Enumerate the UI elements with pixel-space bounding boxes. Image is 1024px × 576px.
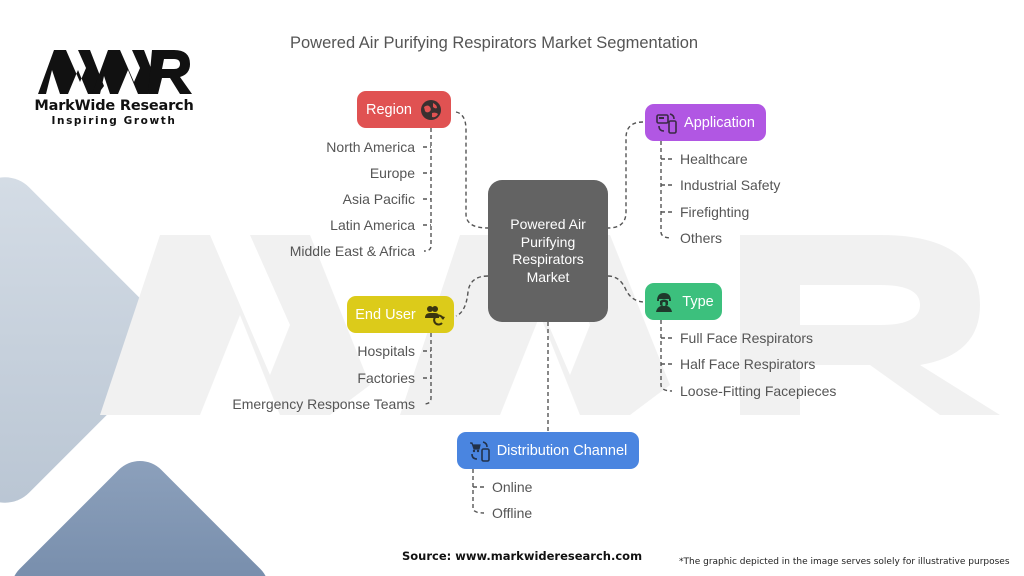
region-item-latin-america: Latin America <box>330 217 415 233</box>
type-item-full-face: Full Face Respirators <box>680 330 814 346</box>
segment-label-application: Application <box>684 114 755 131</box>
logo-tagline: Inspiring Growth <box>51 115 177 127</box>
logo-company-name: MarkWide Research <box>34 98 194 114</box>
segment-node-end-user[interactable]: End User <box>347 296 454 333</box>
type-item-loose-fitting: Loose-Fitting Facepieces <box>680 383 837 399</box>
center-node-label: Powered Air Purifying Respirators Market <box>510 216 586 285</box>
type-item-half-face: Half Face Respirators <box>680 356 816 372</box>
segment-label-region: Region <box>366 101 412 118</box>
respirator-mask-icon <box>653 291 675 313</box>
distribution-item-online: Online <box>492 479 533 495</box>
region-item-europe: Europe <box>369 165 415 181</box>
center-node-market: Powered Air Purifying Respirators Market <box>488 180 608 322</box>
globe-icon <box>420 99 442 121</box>
end-user-item-factories: Factories <box>357 370 415 386</box>
segment-label-type: Type <box>682 293 714 310</box>
markwide-logo: MarkWide Research Inspiring Growth <box>34 46 194 128</box>
end-user-item-emergency-response: Emergency Response Teams <box>232 396 415 412</box>
segment-node-distribution-channel[interactable]: Distribution Channel <box>457 432 639 469</box>
page-title: Powered Air Purifying Respirators Market… <box>290 34 699 52</box>
source-credit: Source: www.markwideresearch.com <box>402 549 643 563</box>
segment-node-region[interactable]: Region <box>357 91 451 128</box>
devices-sync-icon <box>656 112 678 134</box>
application-item-firefighting: Firefighting <box>680 204 750 220</box>
region-item-middle-east-africa: Middle East & Africa <box>289 243 415 259</box>
cart-mobile-sync-icon <box>469 440 491 462</box>
segment-label-end-user: End User <box>355 306 416 323</box>
application-item-others: Others <box>680 230 723 246</box>
segment-node-type[interactable]: Type <box>645 283 722 320</box>
region-item-north-america: North America <box>326 139 415 155</box>
segment-label-distribution-channel: Distribution Channel <box>496 442 628 459</box>
application-item-healthcare: Healthcare <box>680 151 748 167</box>
mwr-logo-mark-icon <box>38 50 192 94</box>
distribution-item-offline: Offline <box>492 505 533 521</box>
disclaimer-note: *The graphic depicted in the image serve… <box>679 557 1010 567</box>
application-item-industrial-safety: Industrial Safety <box>680 177 781 193</box>
segment-node-application[interactable]: Application <box>645 104 766 141</box>
users-refresh-icon <box>424 304 446 326</box>
region-item-asia-pacific: Asia Pacific <box>342 191 415 207</box>
end-user-item-hospitals: Hospitals <box>357 343 415 359</box>
